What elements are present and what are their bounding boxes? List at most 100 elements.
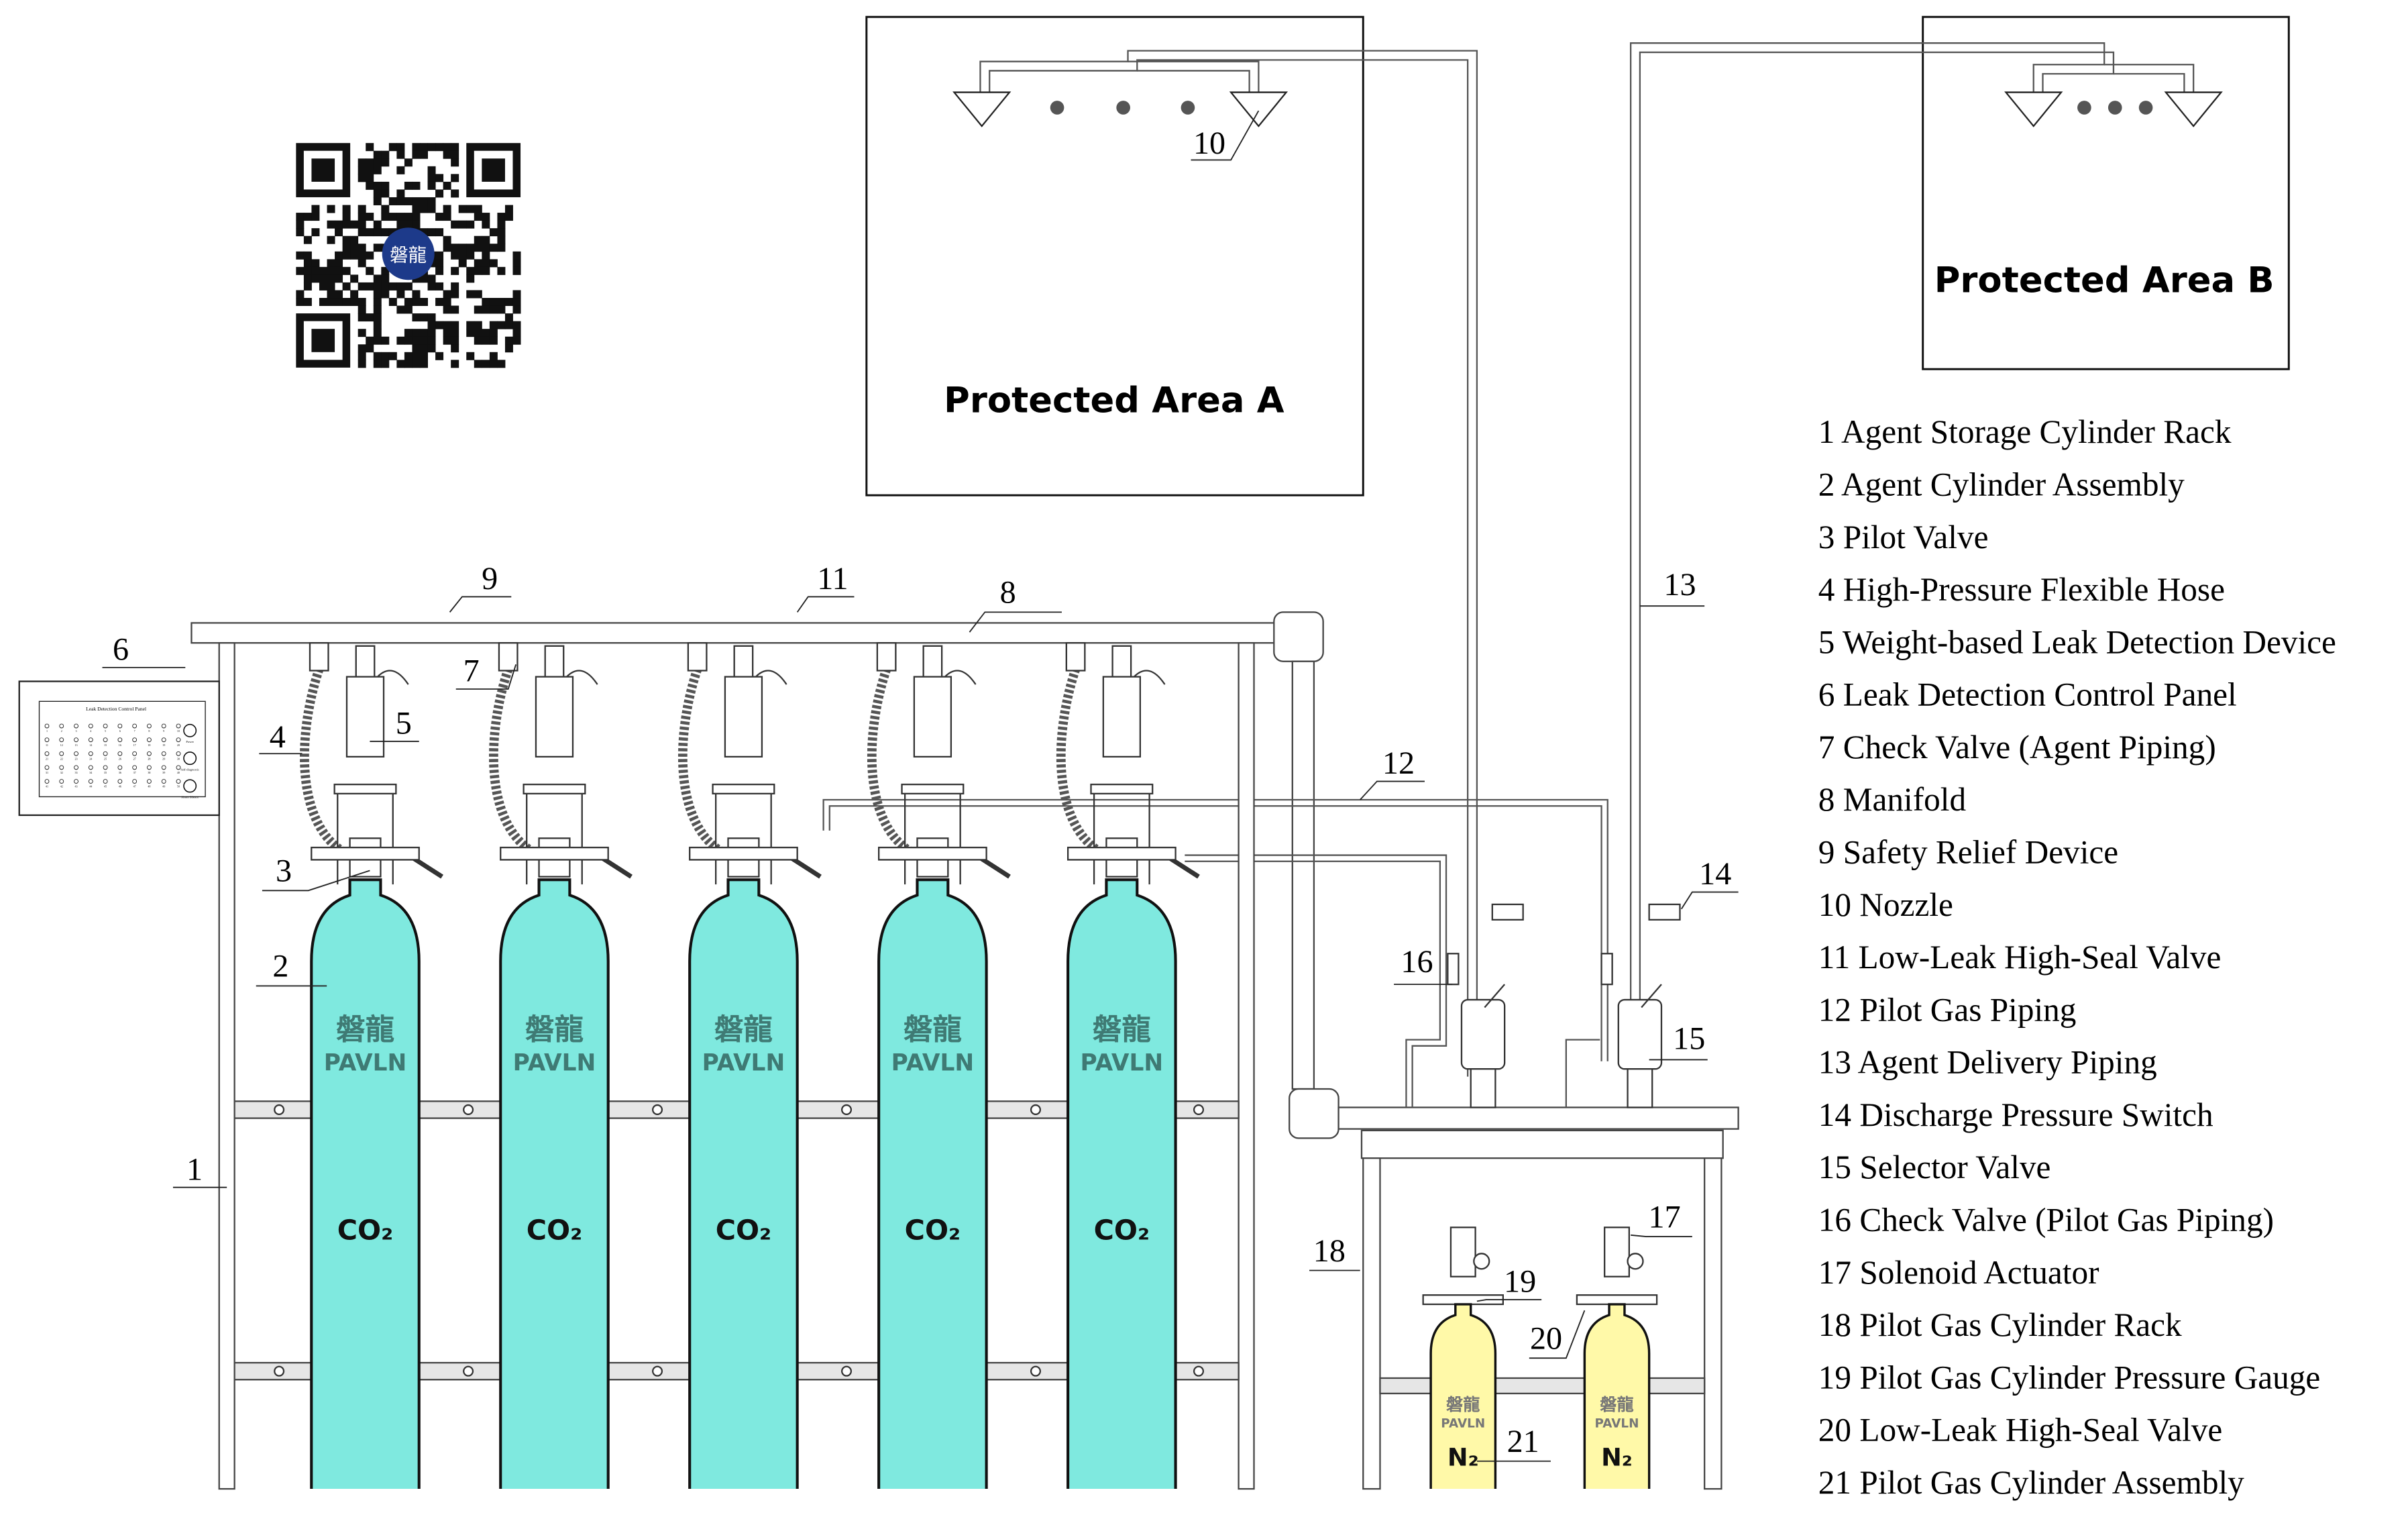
legend-item: 19 Pilot Gas Cylinder Pressure Gauge [1818, 1359, 2320, 1396]
agent-delivery-piping [979, 42, 2195, 1077]
callout-leader [969, 611, 1062, 633]
nozzle [2004, 91, 2063, 127]
indicator-led [74, 737, 78, 743]
indicator-led [44, 723, 50, 729]
callout-number: 10 [1193, 125, 1225, 161]
svg-text:45: 45 [104, 785, 107, 788]
svg-text:24: 24 [89, 757, 92, 760]
svg-text:1: 1 [46, 729, 48, 733]
brand-cn: 磐龍 [525, 1014, 584, 1047]
indicator-led [74, 779, 78, 784]
brand-en: PAVLN [891, 1050, 975, 1077]
legend-item: 13 Agent Delivery Piping [1818, 1044, 2157, 1081]
pressure-switch [1648, 903, 1681, 921]
callout-leader [262, 870, 370, 892]
indicator-led [103, 723, 108, 729]
svg-text:7: 7 [134, 729, 135, 733]
callout-number: 15 [1673, 1021, 1705, 1056]
pilot-gas-cylinder-rack [1360, 1129, 1724, 1490]
brand-cn: 磐龍 [336, 1014, 394, 1047]
indicator-led [117, 751, 123, 756]
callout-leader [449, 596, 512, 613]
flexible-hose [300, 668, 352, 859]
indicator-led [146, 765, 152, 770]
protected-area-a-title: Protected Area A [944, 380, 1284, 421]
selector-valve [1460, 998, 1506, 1070]
callout-leader [1631, 1234, 1692, 1237]
callout-number: 4 [270, 719, 286, 755]
callout-number: 14 [1699, 856, 1731, 892]
callout-leader [1529, 1310, 1586, 1359]
control-panel-title: Leak Detection Control Panel [86, 706, 146, 712]
callout-leader [1476, 1299, 1542, 1302]
nozzle-spray-dots [1050, 101, 2153, 115]
panel-button-alarm-silence[interactable] [183, 779, 197, 793]
brand-en: PAVLN [702, 1050, 785, 1077]
svg-text:20: 20 [177, 743, 180, 747]
indicator-led [117, 779, 123, 784]
indicator-led [59, 723, 64, 729]
svg-text:2: 2 [61, 729, 62, 733]
indicator-led [161, 765, 166, 770]
weight-leak-detection-device [1102, 676, 1142, 758]
svg-text:29: 29 [162, 757, 165, 760]
flexible-hose [867, 668, 920, 859]
indicator-led [146, 751, 152, 756]
indicator-led [176, 765, 181, 770]
indicator-led [59, 751, 64, 756]
legend-item: 5 Weight-based Leak Detection Device [1818, 623, 2336, 660]
agent-label: CO₂ [905, 1214, 961, 1247]
legend-item: 20 Low-Leak High-Seal Valve [1818, 1412, 2222, 1449]
callout-number: 2 [272, 949, 288, 984]
indicator-led [103, 751, 108, 756]
panel-button-self-diagnostic[interactable] [183, 751, 197, 766]
svg-text:22: 22 [60, 757, 63, 760]
panel-button-power[interactable] [183, 723, 197, 737]
svg-text:磐龍: 磐龍 [1446, 1395, 1480, 1414]
qr-logo-badge [382, 227, 435, 280]
indicator-led [74, 723, 78, 729]
indicator-led [44, 751, 50, 756]
legend-item: 9 Safety Relief Device [1818, 833, 2118, 870]
svg-text:50: 50 [177, 785, 180, 788]
indicator-led [176, 779, 181, 784]
check-valve-agent [309, 642, 329, 672]
indicator-led [132, 723, 138, 729]
indicator-led [59, 765, 64, 770]
indicator-led [74, 765, 78, 770]
callout-number: 11 [817, 561, 848, 596]
nozzles [952, 91, 2223, 127]
svg-text:47: 47 [133, 785, 136, 788]
indicator-led [176, 723, 181, 729]
protected-area-b-title: Protected Area B [1934, 260, 2275, 301]
low-leak-valve [1576, 1294, 1658, 1306]
indicator-led [117, 737, 123, 743]
svg-text:42: 42 [60, 785, 63, 788]
svg-text:43: 43 [74, 785, 77, 788]
check-valve-pilot [1600, 953, 1613, 986]
callout-number: 21 [1507, 1424, 1539, 1459]
indicator-led [132, 779, 138, 784]
brand-cn: 磐龍 [1093, 1014, 1151, 1047]
svg-text:49: 49 [162, 785, 165, 788]
indicator-led [146, 779, 152, 784]
legend-item: 12 Pilot Gas Piping [1818, 991, 2077, 1028]
legend-item: 15 Selector Valve [1818, 1149, 2051, 1186]
legend-item: 3 Pilot Valve [1818, 519, 1989, 556]
svg-text:37: 37 [133, 771, 136, 774]
legend-item: 1 Agent Storage Cylinder Rack [1818, 413, 2232, 450]
svg-text:10: 10 [177, 729, 180, 733]
indicator-led [161, 751, 166, 756]
svg-text:31: 31 [46, 771, 48, 774]
brand-en: PAVLN [324, 1050, 407, 1077]
svg-text:30: 30 [177, 757, 180, 760]
indicator-led [132, 751, 138, 756]
svg-text:11: 11 [46, 743, 48, 747]
